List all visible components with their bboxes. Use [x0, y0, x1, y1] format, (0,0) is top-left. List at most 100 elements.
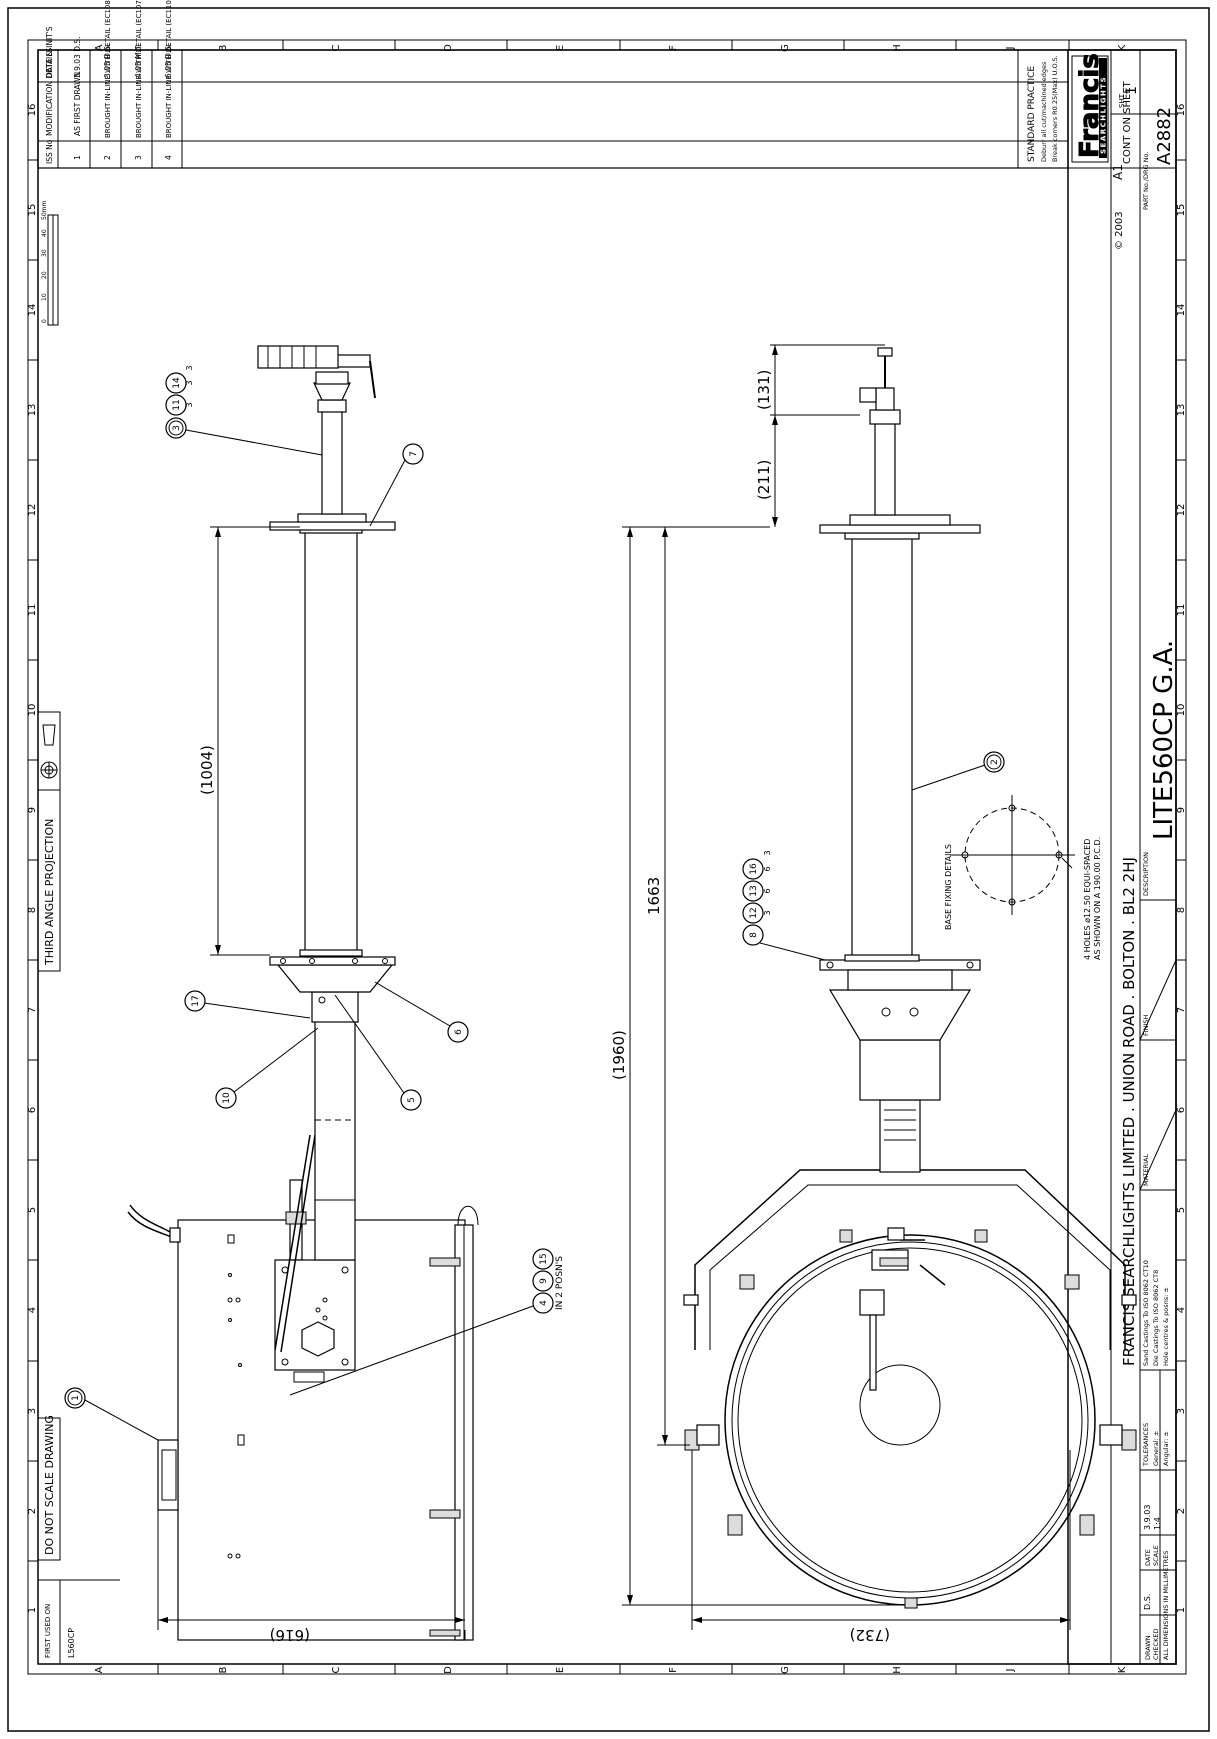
balloon-15: 15 — [539, 1253, 549, 1264]
scale-tick: 10 — [41, 293, 48, 301]
scale-tick: 30 — [41, 249, 48, 257]
qty-13: 6 — [763, 888, 772, 893]
copyright: © 2003 — [1114, 211, 1125, 250]
std-practice-title: STANDARD PRACTICE — [1027, 66, 1037, 162]
qty-16: 6 — [763, 866, 772, 871]
balloon-9: 9 — [539, 1278, 549, 1284]
rev-row-iss: 4 — [164, 155, 173, 160]
grid-number: 4 — [27, 1307, 38, 1313]
rev-row-iss: 2 — [103, 155, 112, 160]
grid-letter: D — [443, 1666, 454, 1674]
grid-number: 15 — [1176, 204, 1187, 217]
item-balloons: 1 2 3 11 14 3 3 3 7 6 5 17 — [64, 365, 1005, 1441]
scale-value: 1:4 — [1153, 1517, 1162, 1530]
grid-number: 2 — [27, 1508, 38, 1514]
grid-number: 1 — [27, 1607, 38, 1613]
qty-14: 3 — [185, 380, 194, 385]
rev-row-date: 3.9.03 D.S. — [73, 36, 82, 78]
grid-number: 3 — [1176, 1408, 1187, 1414]
grid-band-outer — [27, 39, 1187, 1675]
grid-letters-top: A B C D E F G H J K — [94, 44, 1128, 52]
third-angle-projection-symbol — [37, 711, 61, 791]
drawing-description: LITE560CP G.A. — [1149, 640, 1179, 840]
grid-number: 16 — [1176, 104, 1187, 117]
grid-number: 9 — [27, 807, 38, 813]
base-fixing-note2: AS SHOWN ON A 190.00 P.C.D. — [1093, 837, 1102, 960]
rev-header-date: DATE & INIT'S — [45, 26, 54, 78]
grid-number: 14 — [27, 304, 38, 317]
material-label: MATERIAL — [1142, 1153, 1150, 1186]
grid-letter: C — [331, 44, 342, 51]
grid-number: 5 — [27, 1207, 38, 1213]
dim-left-base: (616) — [270, 1626, 310, 1644]
drawn-value: D.S. — [1143, 1594, 1152, 1610]
grid-number: 13 — [1176, 404, 1187, 417]
grid-ticks — [28, 40, 1186, 1674]
balloon-16: 16 — [749, 863, 759, 875]
grid-letter: H — [892, 44, 903, 52]
first-used-on-label: FIRST USED ON — [44, 1604, 52, 1658]
grid-letter: C — [331, 1666, 342, 1673]
grid-letter: K — [1117, 1666, 1128, 1673]
grid-number: 8 — [27, 907, 38, 913]
dim-right-base: (732) — [850, 1626, 890, 1644]
lens-ring-outer — [724, 1234, 1096, 1606]
rev-row-detail: AS FIRST DRAWN — [73, 72, 82, 136]
balloon-3: 3 — [172, 425, 182, 431]
base-fixing-title: BASE FIXING DETAILS — [944, 844, 953, 930]
grid-letter: K — [1117, 44, 1128, 51]
right-dimensions: (1960) 1663 (211) (131) (732) — [610, 344, 1071, 1644]
rev-row-date: 6.05 D.S. — [164, 44, 173, 78]
grid-numbers-left: 1 2 3 4 5 6 7 8 9 10 11 12 13 14 15 16 — [27, 104, 38, 1614]
grid-letters-bottom: A B C D E F G H J K — [94, 1666, 1128, 1674]
scale-tick: 0 — [41, 319, 48, 323]
grid-number: 13 — [27, 404, 38, 417]
front-elevation-view — [683, 347, 1137, 1609]
rev-row-date: 3.05 D.S. — [103, 44, 112, 78]
revision-table: DATE & INIT'S MODIFICATION DETAILS ISS N… — [37, 0, 1069, 169]
dim-right-top1: (211) — [755, 460, 773, 500]
rev-row-iss: 3 — [134, 155, 143, 160]
grid-letter: E — [555, 1667, 566, 1673]
grid-letter: A — [94, 44, 105, 51]
balloon-14: 14 — [172, 377, 182, 389]
grid-letter: G — [780, 44, 791, 52]
grid-letter: F — [668, 1667, 679, 1673]
grid-number: 6 — [27, 1107, 38, 1113]
rev-header-details: MODIFICATION DETAILS — [45, 48, 54, 136]
scale-tick: 50mm — [41, 201, 48, 220]
rev-row-date: 4.05 M.T. — [134, 44, 143, 78]
scale-tick: 40 — [41, 229, 48, 237]
checked-label: CHECKED — [1152, 1629, 1160, 1660]
scale-label: SCALE — [1152, 1545, 1160, 1566]
grid-letter: F — [668, 45, 679, 51]
balloon-12: 12 — [749, 907, 759, 918]
side-elevation-view — [127, 345, 479, 1641]
tolerances-label: TOLERANCES — [1142, 1423, 1150, 1467]
rev-header-iss: ISS No — [45, 139, 54, 164]
sht-label: SHT — [1118, 93, 1126, 108]
qty-16b: 3 — [763, 850, 772, 855]
grid-letter: A — [94, 1666, 105, 1673]
units-note: ALL DIMENSIONS IN MILLIMETRES — [1162, 1551, 1170, 1660]
left-dimensions: (1004) (616) — [157, 526, 466, 1644]
grid-letter: J — [1005, 47, 1016, 51]
tolerance-note: Die Castings To ISO 8062 CT8 — [1152, 1270, 1160, 1366]
rev-row-detail: BROUGHT IN-LINE WITH DETAIL (EC1088) — [104, 0, 112, 138]
grid-number: 7 — [1176, 1007, 1187, 1013]
drawn-label: DRAWN — [1144, 1635, 1152, 1660]
date-value: 3.9.03 — [1143, 1505, 1152, 1530]
grid-number: 10 — [1176, 704, 1187, 717]
dim-right-overall: (1960) — [610, 1030, 628, 1080]
date-label: DATE — [1144, 1549, 1152, 1566]
do-not-scale-note: DO NOT SCALE DRAWING — [43, 1415, 56, 1555]
std-practice-line2: Break corners R0.25(Max) U.O.S. — [1051, 55, 1059, 162]
grid-number: 9 — [1176, 807, 1187, 813]
balloon-17: 17 — [191, 995, 201, 1006]
grid-number: 2 — [1176, 1508, 1187, 1514]
scale-bar: 0 10 20 30 40 50mm — [41, 201, 59, 326]
tol-angular: Angular: ± — [1162, 1431, 1170, 1466]
grid-number: 14 — [1176, 304, 1187, 317]
description-label: DESCRIPTION — [1142, 852, 1150, 896]
